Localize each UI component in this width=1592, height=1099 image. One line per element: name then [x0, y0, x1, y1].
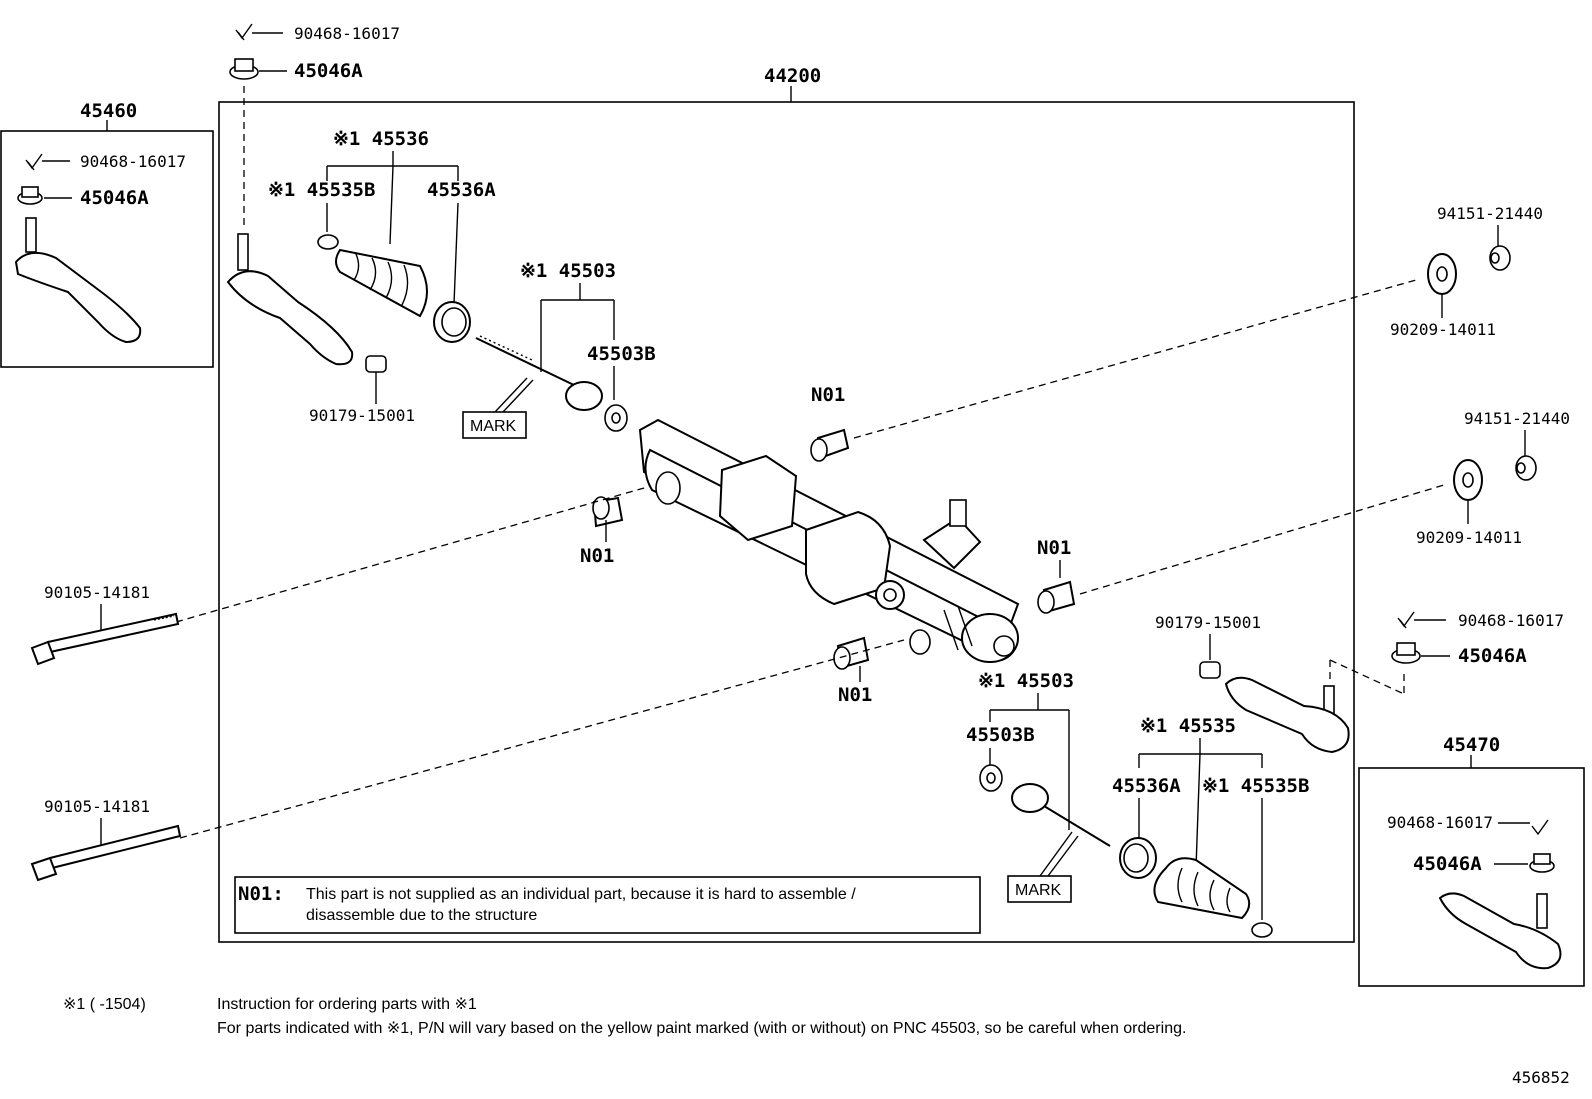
boot-clip-right-icon	[1119, 837, 1157, 879]
label-clamp-left[interactable]: ※1 45535B	[268, 179, 375, 201]
mark-box-left	[462, 411, 527, 439]
label-boot-set-right[interactable]: ※1 45535	[1140, 715, 1236, 737]
label-n01-a[interactable]: N01	[811, 384, 845, 406]
footnote-marker[interactable]: ※1 ( -1504)	[63, 996, 146, 1013]
cotter-pin-icon	[25, 153, 43, 171]
cotter-pin-icon	[1531, 819, 1549, 836]
mount-bushing-n01-c-icon	[1037, 580, 1076, 614]
label-clamp-right[interactable]: ※1 45535B	[1202, 775, 1309, 797]
mark-box-right	[1007, 875, 1072, 903]
label-mount-washer-b[interactable]: 90209-14011	[1416, 528, 1522, 547]
label-bushing-right[interactable]: 90179-15001	[1155, 613, 1261, 632]
label-n01-d[interactable]: N01	[838, 684, 872, 706]
label-mark-left[interactable]: MARK	[470, 418, 517, 435]
mount-washer-b-icon	[1453, 459, 1483, 501]
label-boot-set-left[interactable]: ※1 45536	[333, 128, 429, 150]
label-castle-nut-d[interactable]: 45046A	[1413, 853, 1482, 875]
boot-clamp-right-icon	[1251, 922, 1273, 938]
mount-nut-a-icon	[1489, 245, 1511, 271]
label-bolt-b[interactable]: 90105-14181	[44, 797, 150, 816]
castle-nut-icon	[1529, 853, 1555, 873]
label-n01-c[interactable]: N01	[1037, 537, 1071, 559]
label-clip-right[interactable]: 45536A	[1112, 775, 1181, 797]
label-lock-washer-left[interactable]: 45503B	[587, 343, 656, 365]
cotter-pin-icon	[235, 23, 253, 41]
n01-note-box	[234, 876, 981, 934]
label-castle-nut-c[interactable]: 45046A	[1458, 645, 1527, 667]
diagram-id: 456852	[1512, 1068, 1570, 1087]
tie-rod-end-left-icon	[14, 217, 142, 344]
mount-bushing-n01-d-icon	[833, 636, 870, 670]
label-lock-washer-right[interactable]: 45503B	[966, 724, 1035, 746]
castle-nut-icon	[17, 186, 43, 205]
label-mount-washer-a[interactable]: 90209-14011	[1390, 320, 1496, 339]
label-45460[interactable]: 45460	[80, 100, 137, 122]
rack-end-right-icon	[1011, 783, 1111, 847]
n01-note-line1[interactable]: This part is not supplied as an individu…	[306, 886, 856, 903]
steering-gear-housing-icon	[638, 418, 1020, 663]
n01-note-code[interactable]: N01:	[238, 883, 284, 905]
steering-boot-right-icon	[1153, 857, 1251, 920]
label-cotter-pin-a[interactable]: 90468-16017	[80, 152, 186, 171]
assembly-frame	[218, 101, 1355, 943]
label-mount-nut-a[interactable]: 94151-21440	[1437, 204, 1543, 223]
label-cotter-pin-d[interactable]: 90468-16017	[1387, 813, 1493, 832]
lock-washer-left-icon	[604, 404, 628, 432]
label-bolt-a[interactable]: 90105-14181	[44, 583, 150, 602]
bolt-b-icon	[30, 824, 182, 882]
n01-note-line2[interactable]: disassemble due to the structure	[306, 907, 537, 924]
boot-clip-left-icon	[433, 301, 471, 343]
castle-nut-icon	[1391, 642, 1421, 664]
castle-nut-icon	[229, 58, 259, 80]
tie-rod-end-right-inner-icon	[1224, 676, 1350, 754]
label-cotter-pin-b[interactable]: 90468-16017	[294, 24, 400, 43]
label-bushing-left[interactable]: 90179-15001	[309, 406, 415, 425]
rack-end-left-icon	[475, 335, 603, 411]
lock-washer-right-icon	[979, 764, 1003, 792]
cotter-pin-icon	[1397, 611, 1415, 629]
label-mount-nut-b[interactable]: 94151-21440	[1464, 409, 1570, 428]
mount-nut-b-icon	[1515, 455, 1537, 481]
mount-bushing-n01-a-icon	[810, 428, 850, 462]
footnote-line2[interactable]: For parts indicated with ※1, P/N will va…	[217, 1020, 1186, 1037]
label-mark-right[interactable]: MARK	[1015, 882, 1062, 899]
footnote-line1[interactable]: Instruction for ordering parts with ※1	[217, 996, 477, 1013]
label-rack-end-left[interactable]: ※1 45503	[520, 260, 616, 282]
label-clip-left[interactable]: 45536A	[427, 179, 496, 201]
tie-rod-end-left-inner-icon	[226, 233, 354, 366]
label-assembly[interactable]: 44200	[764, 65, 821, 87]
label-castle-nut-b[interactable]: 45046A	[294, 60, 363, 82]
mount-washer-a-icon	[1427, 253, 1457, 295]
bushing-left-icon	[365, 355, 387, 373]
steering-boot-left-icon	[335, 248, 428, 318]
tie-rod-end-right-icon	[1438, 892, 1562, 970]
label-cotter-pin-c[interactable]: 90468-16017	[1458, 611, 1564, 630]
bushing-right-icon	[1199, 661, 1221, 679]
label-45470[interactable]: 45470	[1443, 734, 1500, 756]
boot-clamp-left-icon	[317, 234, 339, 250]
mount-bushing-n01-b-icon	[592, 496, 624, 528]
label-n01-b[interactable]: N01	[580, 545, 614, 567]
label-castle-nut-a[interactable]: 45046A	[80, 187, 149, 209]
bolt-a-icon	[30, 612, 180, 666]
label-rack-end-right[interactable]: ※1 45503	[978, 670, 1074, 692]
